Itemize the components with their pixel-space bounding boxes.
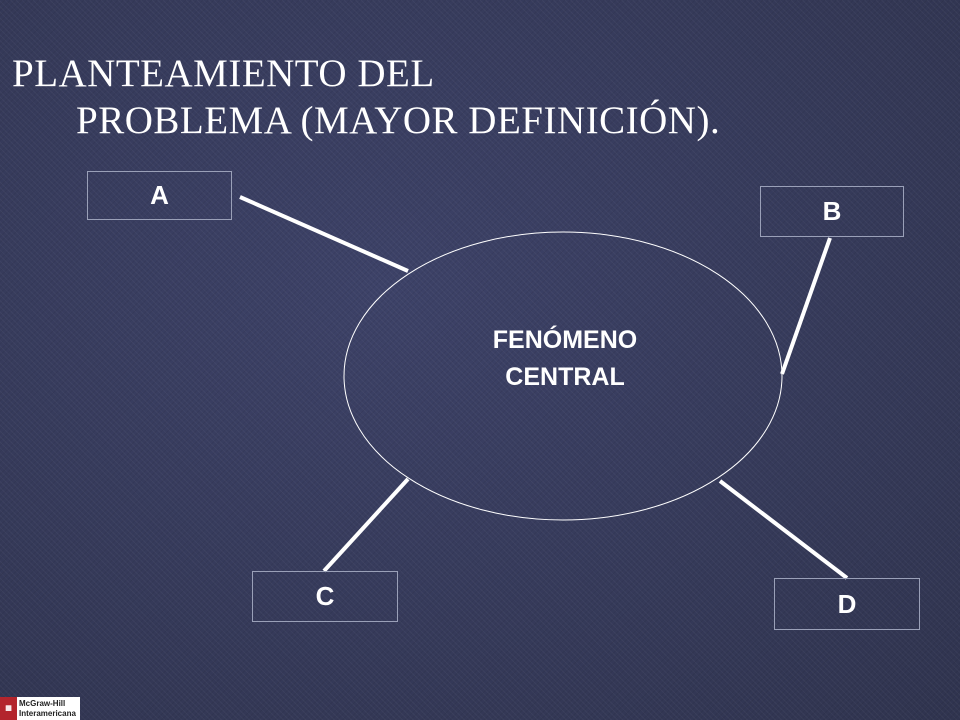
publisher-logo-line-1: McGraw-Hill <box>19 698 66 708</box>
node-c-box: C <box>252 571 398 622</box>
node-c-label: C <box>315 581 335 611</box>
central-phenomenon-label: FENÓMENO CENTRAL <box>400 322 730 396</box>
publisher-logo-text: McGraw-Hill Interamericana <box>17 697 76 720</box>
slide-title-line-2: PROBLEMA (MAYOR DEFINICIÓN). <box>76 99 721 142</box>
publisher-logo-mark-icon: ▦ <box>0 697 17 720</box>
node-a-label: A <box>150 180 169 210</box>
central-label-line-1: FENÓMENO <box>492 326 638 354</box>
connector-b <box>780 237 832 375</box>
slide-title-line-1: PLANTEAMIENTO DEL <box>12 52 435 95</box>
connector-a <box>239 195 409 273</box>
node-d-box: D <box>774 578 920 630</box>
central-ellipse <box>343 231 783 521</box>
central-label-line-2: CENTRAL <box>505 363 625 391</box>
node-a-box: A <box>87 171 232 220</box>
node-d-label: D <box>837 588 857 619</box>
slide-title: PLANTEAMIENTO DEL PROBLEMA (MAYOR DEFINI… <box>12 50 720 144</box>
publisher-logo-line-2: Interamericana <box>19 708 76 718</box>
node-b-label: B <box>822 196 842 226</box>
publisher-logo: ▦ McGraw-Hill Interamericana <box>0 697 80 720</box>
connector-d <box>718 479 849 580</box>
connector-c <box>322 477 410 573</box>
node-b-box: B <box>760 186 904 237</box>
